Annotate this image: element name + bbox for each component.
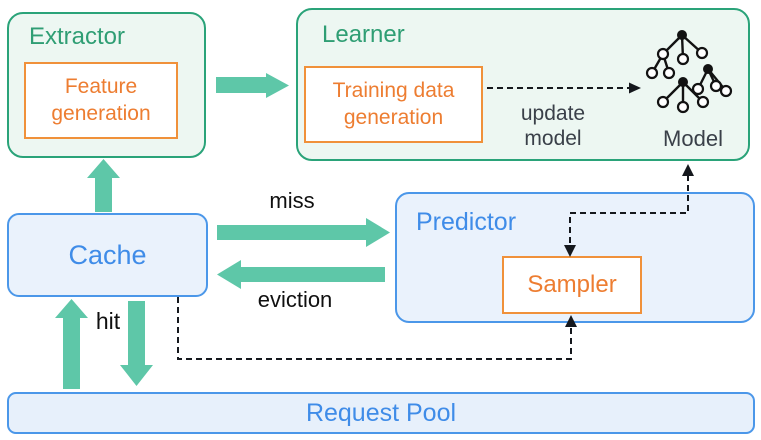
update-model-label: update model — [520, 102, 586, 151]
feature-generation-label: Feature generation — [51, 75, 151, 125]
predictor-title: Predictor — [416, 208, 517, 236]
request-pool-title: Request Pool — [305, 398, 457, 427]
sampler-label: Sampler — [527, 271, 617, 298]
cache-box: Cache — [7, 213, 208, 297]
hit-label: hit — [95, 308, 121, 334]
learner-title: Learner — [322, 21, 405, 48]
miss-label: miss — [269, 188, 315, 213]
arrow-hit-requestpool-to-cache — [55, 299, 88, 389]
training-data-generation-box: Training data generation — [304, 66, 483, 143]
feature-generation-box: Feature generation — [24, 62, 178, 139]
request-pool-box: Request Pool — [7, 392, 755, 434]
arrow-miss-cache-to-predictor — [217, 218, 390, 247]
sampler-box: Sampler — [502, 256, 642, 314]
extractor-title: Extractor — [29, 23, 126, 50]
model-label: Model — [663, 126, 723, 151]
arrow-cache-to-extractor — [87, 159, 120, 212]
arrow-extractor-to-learner — [216, 73, 289, 98]
cache-title: Cache — [68, 239, 147, 270]
eviction-label: eviction — [257, 287, 333, 312]
arrow-eviction-predictor-to-cache — [217, 260, 385, 289]
arrowhead-up-into-model — [682, 164, 694, 176]
training-data-generation-label: Training data generation — [332, 79, 455, 129]
